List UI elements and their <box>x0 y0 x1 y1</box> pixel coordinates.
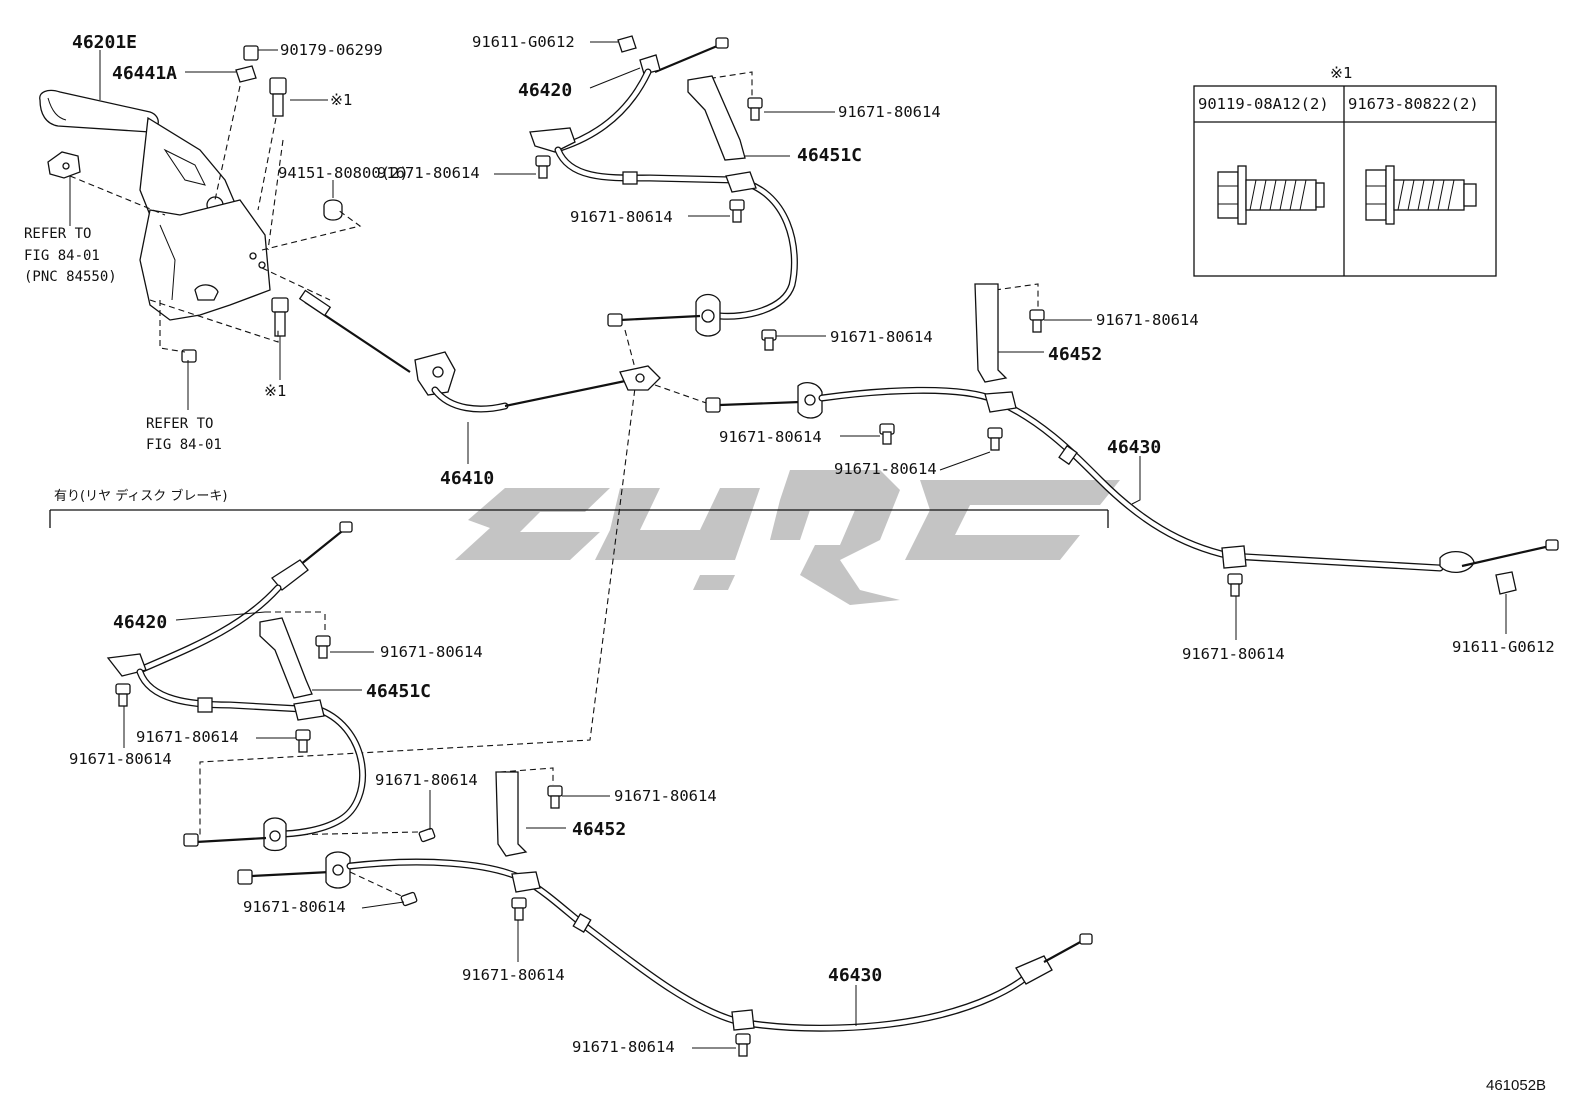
label-bolt-a: 91671-80614 <box>838 103 941 121</box>
leader-lines <box>69 41 1507 1049</box>
front-cable-46410 <box>298 289 661 413</box>
label-46452-top: 46452 <box>1048 344 1102 365</box>
label-46451c-top: 46451C <box>797 145 862 166</box>
label-bolt-c: 91671-80614 <box>570 208 673 226</box>
label-bolt-p: 91671-80614 <box>572 1038 675 1056</box>
section-note: 有り(リヤ ディスク ブレーキ) <box>54 488 228 504</box>
label-46410: 46410 <box>440 468 494 489</box>
cable-46430-upper <box>705 283 1559 597</box>
label-94151-80800: 94151-80800(2) <box>278 164 409 182</box>
label-bolt-n: 91671-80614 <box>243 898 346 916</box>
cable-46420-lower <box>106 521 436 852</box>
label-bolt-h: 91671-80614 <box>1182 645 1285 663</box>
label-46452-bottom: 46452 <box>572 819 626 840</box>
table-col-1: 90119-08A12(2) <box>1198 95 1329 113</box>
part-labels: 46201E 46441A 90179-06299 ※1 94151-80800… <box>24 32 1555 1094</box>
label-46420-top: 46420 <box>518 80 572 101</box>
label-46430-bottom: 46430 <box>828 965 882 986</box>
refer-lever-line1: REFER TO <box>24 226 91 242</box>
cable-46430-lower <box>237 771 1093 1057</box>
label-bolt-j: 91671-80614 <box>136 728 239 746</box>
parking-brake-lever-assembly <box>39 45 343 363</box>
label-bolt-e: 91671-80614 <box>1096 311 1199 329</box>
label-mark-top: ※1 <box>330 91 352 109</box>
label-bolt-o: 91671-80614 <box>462 966 565 984</box>
label-bolt-b: 91671-80614 <box>377 164 480 182</box>
label-91611-g0612-right: 91611-G0612 <box>1452 638 1555 656</box>
label-bolt-g: 91671-80614 <box>834 460 937 478</box>
label-46420-bottom: 46420 <box>113 612 167 633</box>
figure-code: 461052B <box>1486 1077 1546 1094</box>
label-46441a: 46441A <box>112 63 177 84</box>
fastener-note-table: ※1 90119-08A12(2) 91673-80822(2) <box>1193 64 1497 277</box>
watermark-logo <box>455 470 1120 605</box>
label-bolt-k: 91671-80614 <box>69 750 172 768</box>
table-title: ※1 <box>1330 64 1352 82</box>
label-91611-g0612-top: 91611-G0612 <box>472 33 575 51</box>
label-46201e: 46201E <box>72 32 137 53</box>
label-46430-top: 46430 <box>1107 437 1161 458</box>
stepped-bolt-icon <box>1365 165 1477 225</box>
refer-lever-line3: (PNC 84550) <box>24 269 117 285</box>
label-90179-06299: 90179-06299 <box>280 41 383 59</box>
cable-46420-upper <box>529 35 798 351</box>
label-bolt-l: 91671-80614 <box>375 771 478 789</box>
label-bolt-d: 91671-80614 <box>830 328 933 346</box>
label-mark-bottom: ※1 <box>264 382 286 400</box>
section-divider <box>49 509 1109 528</box>
label-bolt-m: 91671-80614 <box>614 787 717 805</box>
label-bolt-i: 91671-80614 <box>380 643 483 661</box>
refer-bolt-line1: REFER TO <box>146 416 213 432</box>
label-bolt-f: 91671-80614 <box>719 428 822 446</box>
table-col-2: 91673-80822(2) <box>1348 95 1479 113</box>
refer-bolt-line2: FIG 84-01 <box>146 437 222 453</box>
flange-bolt-icon <box>1217 165 1325 225</box>
label-46451c-bottom: 46451C <box>366 681 431 702</box>
refer-lever-line2: FIG 84-01 <box>24 248 100 264</box>
